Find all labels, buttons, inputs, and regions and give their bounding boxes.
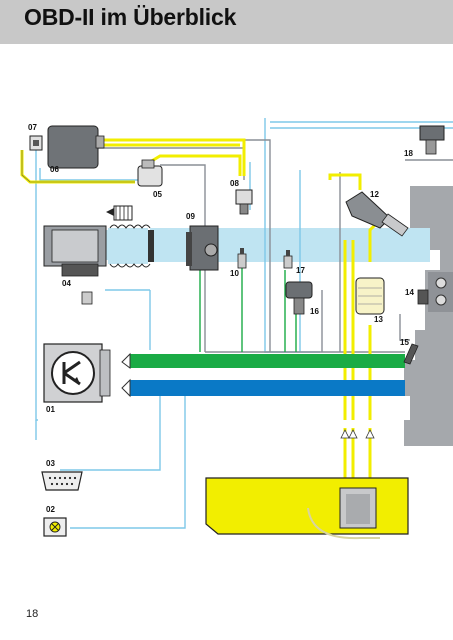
label-02: 02 [46,505,55,514]
header-bar: OBD-II im Überblick [0,0,453,44]
component-08-sensor-icon [235,189,253,215]
label-10: 10 [230,269,239,278]
label-01: 01 [46,405,55,414]
data-bus-blue [130,380,405,396]
label-08: 08 [230,179,239,188]
component-12-injector-icon [345,191,409,237]
page-title: OBD-II im Überblick [24,4,237,30]
component-02-warning-lamp-icon [43,517,67,537]
data-bus-green [130,354,405,368]
label-17: 17 [296,266,305,275]
fuel-flow-arrows [340,429,375,439]
label-18: 18 [404,149,413,158]
engine-block [404,186,453,446]
page-number: 18 [26,608,39,620]
component-06-canister-icon [47,125,105,169]
component-13-fuel-filter-icon [355,277,385,315]
air-hose-bellows-icon [106,205,133,221]
component-14-sensor-icon [417,289,429,305]
label-07: 07 [28,123,37,132]
bus-arrow-blue-icon [121,378,131,398]
label-16: 16 [310,307,319,316]
component-16-regulator-icon [285,281,313,315]
label-14: 14 [405,288,414,297]
label-03: 03 [46,459,55,468]
label-05: 05 [153,190,162,199]
label-09: 09 [186,212,195,221]
label-06: 06 [50,165,59,174]
component-10-sensor-icon [237,248,247,269]
wire-network-green [199,262,297,352]
label-04: 04 [62,279,71,288]
component-15-sensor-icon [403,343,419,365]
component-01-ecu-icon [43,343,111,403]
component-03-diagnostic-connector-icon [41,471,83,491]
label-15: 15 [400,338,409,347]
component-09-throttle-body-icon [186,225,219,271]
label-13: 13 [374,315,383,324]
fuel-lines [20,138,387,490]
component-05-purge-valve-icon [137,159,163,187]
component-07-valve-icon [29,135,43,151]
fuel-tank-icon [205,477,409,540]
label-12: 12 [370,190,379,199]
intake-corrugated-hose-icon [108,224,154,268]
component-17-sensor-icon [283,250,293,269]
component-04-air-mass-meter-icon [43,225,107,305]
component-18-ignition-coil-icon [419,125,445,155]
bus-arrow-green-icon [121,352,131,369]
